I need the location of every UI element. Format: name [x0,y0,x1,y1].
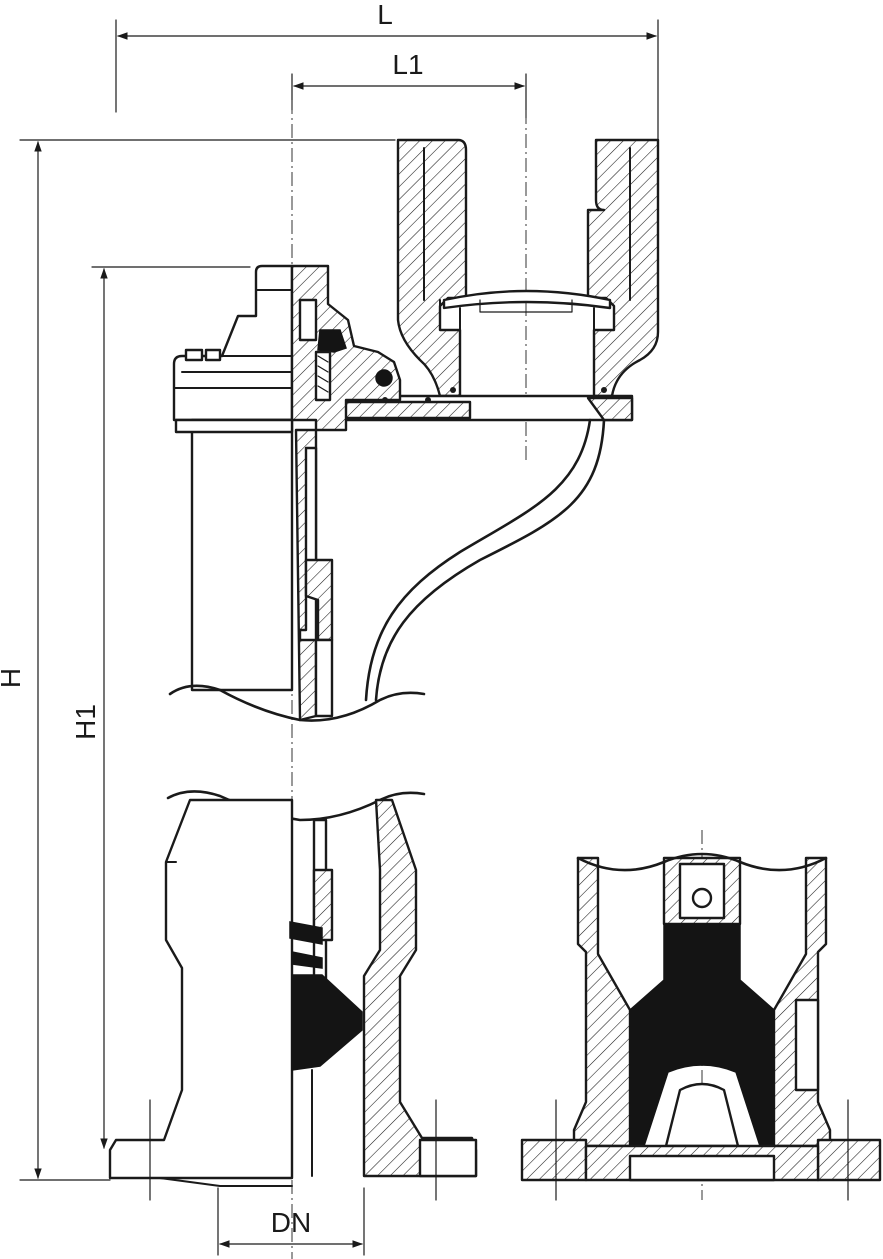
curved-outlet-pipe [364,418,606,702]
break-line-upper [168,684,426,722]
dimension-DN: DN [217,1187,365,1256]
dimension-label-L1: L1 [392,49,423,80]
dimension-H1: H1 [70,266,251,1150]
outlet-coupling-head [396,138,660,398]
upper-barrel [174,418,334,722]
dimension-L1: L1 [291,49,527,119]
detail-view-valve-section [520,852,882,1201]
lower-body [108,798,478,1201]
dimension-label-H1: H1 [70,704,101,740]
dimension-label-L: L [377,0,393,30]
dimension-label-H: H [0,668,26,688]
break-line-lower [166,790,426,822]
dimension-label-DN: DN [271,1207,311,1238]
dimension-H: H [0,139,396,1181]
valve-bonnet [172,264,431,432]
dimension-L: L [115,0,659,141]
